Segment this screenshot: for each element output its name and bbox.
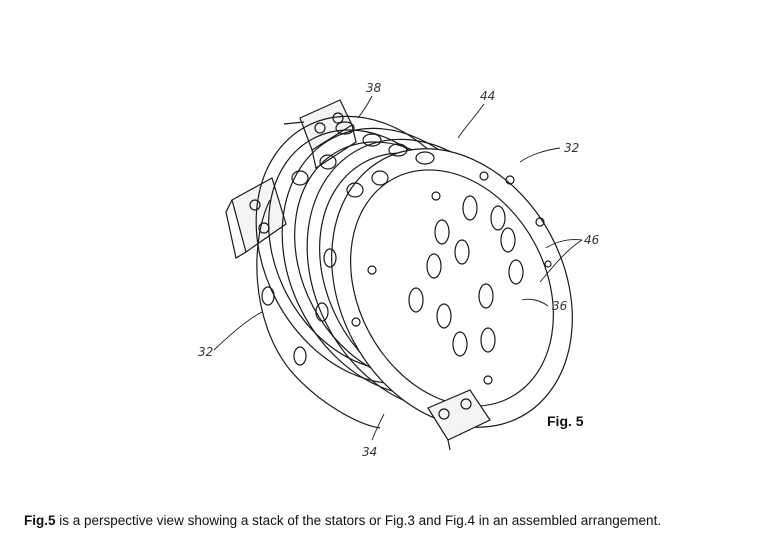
ref-label-36: 36 xyxy=(552,299,568,313)
caption-lead: Fig.5 xyxy=(24,513,56,528)
outer-shell-left xyxy=(256,199,381,429)
top-mounting-bracket xyxy=(283,99,357,169)
ref-label-46: 46 xyxy=(584,233,600,247)
leader-lines xyxy=(213,95,583,441)
ref-label-32-left: 32 xyxy=(198,345,213,359)
figure-label: Fig. 5 xyxy=(547,413,584,429)
front-stator-ring xyxy=(331,148,573,428)
magnet-holes xyxy=(261,121,524,366)
bottom-mounting-bracket xyxy=(427,389,491,451)
ring-bolts xyxy=(351,171,552,385)
caption-text: is a perspective view showing a stack of… xyxy=(55,513,662,528)
ref-label-34: 34 xyxy=(362,445,377,459)
side-mounting-bracket xyxy=(225,177,287,259)
ref-label-38: 38 xyxy=(366,81,382,95)
figure-caption: Fig.5 is a perspective view showing a st… xyxy=(24,513,764,528)
ref-label-32-top: 32 xyxy=(564,141,579,155)
ref-label-44: 44 xyxy=(480,89,495,103)
